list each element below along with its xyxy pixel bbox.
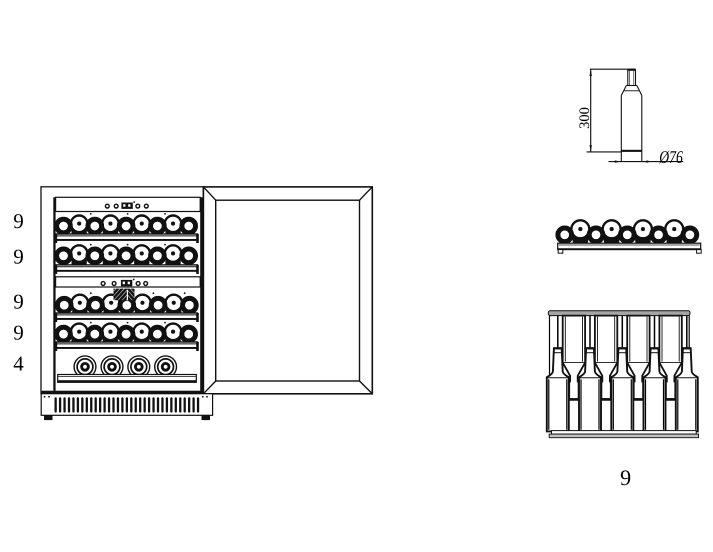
svg-text:Ø76: Ø76: [659, 147, 683, 167]
svg-text:300: 300: [577, 107, 593, 129]
svg-text:4: 4: [13, 352, 24, 376]
svg-text:9: 9: [620, 465, 631, 490]
svg-text:9: 9: [13, 245, 24, 269]
svg-text:9: 9: [13, 290, 24, 314]
svg-text:9: 9: [13, 321, 24, 345]
svg-text:9: 9: [13, 209, 24, 233]
